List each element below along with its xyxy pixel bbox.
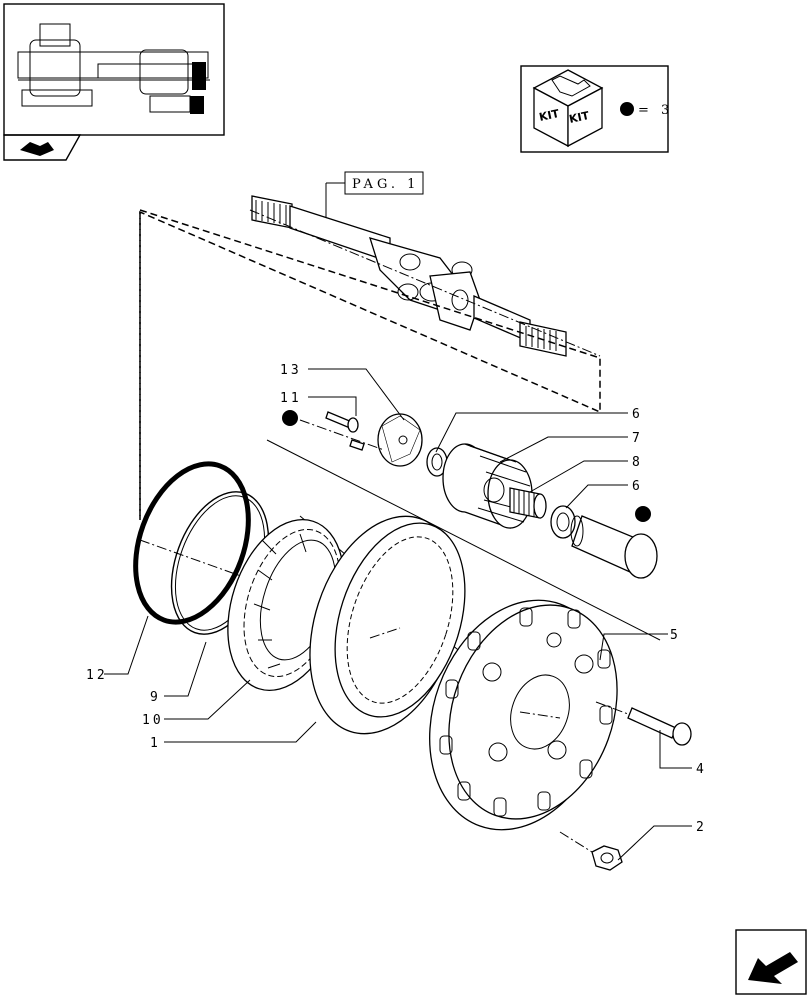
kit-cube-icon: KIT KIT: [532, 69, 604, 148]
drive-shaft: [249, 195, 601, 357]
axle-assembly-thumbnail: [17, 23, 210, 114]
callout-13: 13: [280, 363, 302, 378]
page-reference-label: PAG. 1: [352, 177, 419, 192]
callout-4: 4: [696, 762, 707, 777]
callout-10: 10: [142, 713, 164, 728]
page-flip-tab[interactable]: [3, 134, 82, 161]
callout-8: 8: [632, 455, 643, 470]
part-13-thrust-disc[interactable]: [377, 413, 423, 467]
kit-label-left: KIT: [538, 107, 561, 124]
kit-label-right: KIT: [568, 109, 591, 126]
part-2-nut[interactable]: [559, 831, 623, 871]
callout-6-lower: 6: [632, 479, 643, 494]
kit-marker-dot-left: [282, 410, 298, 426]
part-5-hub-flange[interactable]: [399, 575, 646, 856]
kit-count: = 3: [638, 103, 673, 118]
axis-line-left: [139, 539, 281, 591]
leader-lines: [104, 368, 692, 861]
callout-6-upper: 6: [632, 407, 643, 422]
callout-1: 1: [150, 736, 161, 751]
part-1-carrier-drum[interactable]: [284, 497, 488, 753]
part-7-planet-gear[interactable]: [442, 443, 533, 529]
callout-9: 9: [150, 690, 161, 705]
callout-11: 11: [280, 391, 302, 406]
back-arrow-button[interactable]: [735, 929, 807, 995]
thumbnail-frame[interactable]: [3, 3, 225, 136]
planet-pin[interactable]: [570, 515, 658, 579]
part-8-needle-bearing[interactable]: [509, 487, 547, 519]
callout-12: 12: [86, 668, 108, 683]
page-flip-icon: [20, 142, 54, 156]
kit-marker-dot-right: [635, 506, 651, 522]
callout-5: 5: [670, 628, 681, 643]
callout-7: 7: [632, 431, 643, 446]
part-12-o-ring[interactable]: [115, 448, 269, 638]
callout-2: 2: [696, 820, 707, 835]
part-11-pin[interactable]: [299, 411, 385, 451]
page-reference[interactable]: PAG. 1: [325, 171, 424, 218]
filled-dot-icon: [620, 102, 634, 116]
assembly-dashed-line: [139, 209, 601, 520]
part-6-washer-upper[interactable]: [426, 447, 448, 477]
part-4-bolt[interactable]: [595, 701, 692, 746]
guide-line-upper: [266, 439, 661, 641]
kit-box: KIT KIT = 3: [520, 65, 673, 153]
part-6-washer-lower[interactable]: [550, 505, 576, 539]
back-arrow-icon: [748, 952, 798, 984]
